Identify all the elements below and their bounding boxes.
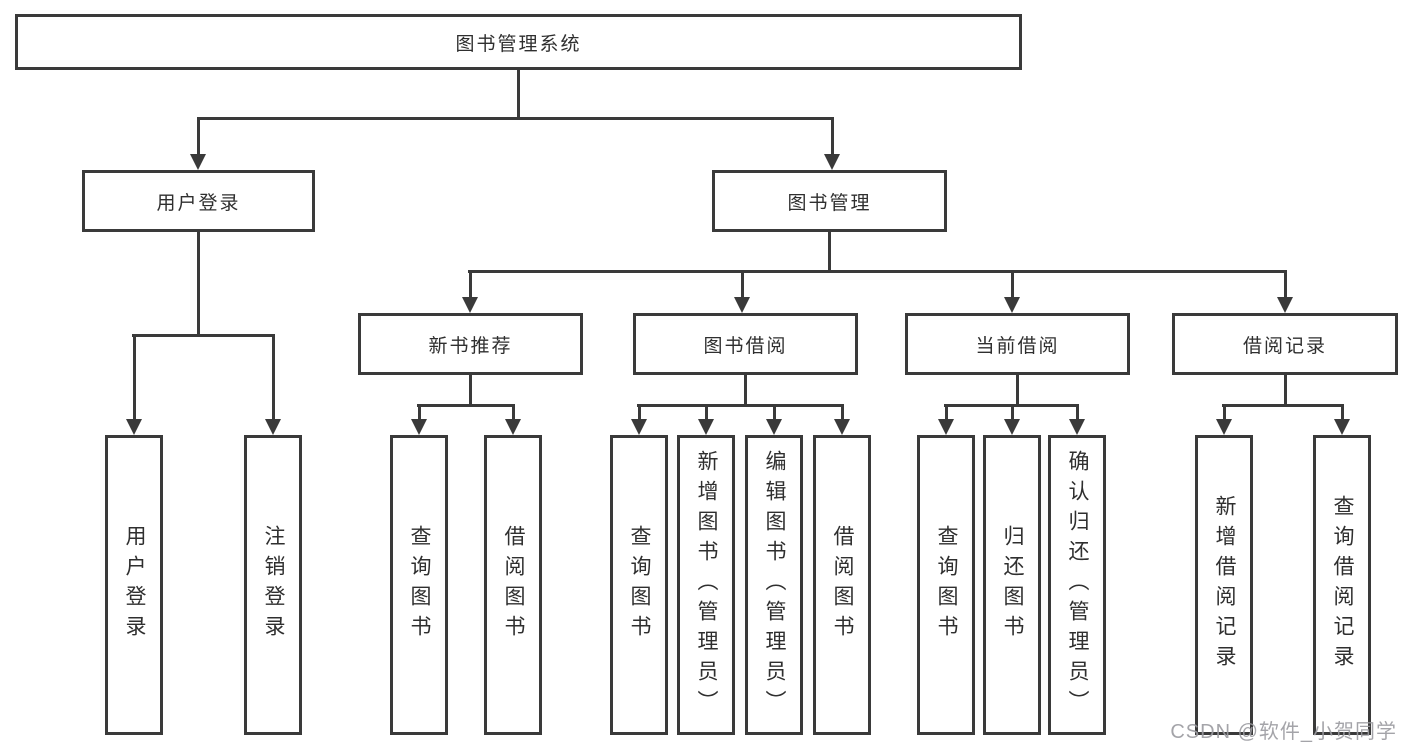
arrow-to-borrowing-records (1277, 272, 1293, 313)
connector-level1-rail (197, 117, 834, 120)
node-borrowing-records: 借阅记录 (1172, 313, 1398, 375)
node-current-borrowing: 当前借阅 (905, 313, 1130, 375)
connector-user-login-rail (132, 334, 275, 337)
arrow-leaf (505, 406, 521, 435)
connector-current-borrowing-rail (944, 404, 1079, 407)
arrow-leaf (766, 406, 782, 435)
arrow-down-icon (1004, 297, 1020, 313)
connector-new-book-stub (469, 375, 472, 406)
arrow-to-logout (265, 336, 281, 435)
node-logout: 注销登录 (244, 435, 302, 735)
connector-root-stub (517, 70, 520, 119)
arrow-down-icon (631, 419, 647, 435)
arrow-down-icon (411, 419, 427, 435)
arrow-down-icon (462, 297, 478, 313)
node-query-books-recommend: 查询图书 (390, 435, 448, 735)
arrow-down-icon (126, 419, 142, 435)
arrow-to-book-management (824, 119, 840, 170)
node-library-management-system: 图书管理系统 (15, 14, 1022, 70)
connector-borrowing-records-stub (1284, 375, 1287, 406)
arrow-down-icon (1216, 419, 1232, 435)
csdn-watermark: CSDN @软件_小贺同学 (1170, 721, 1397, 743)
arrow-leaf (834, 406, 850, 435)
arrow-down-icon (1277, 297, 1293, 313)
arrow-down-icon (766, 419, 782, 435)
node-edit-book-admin: 编辑图书（管理员） (745, 435, 803, 735)
arrow-to-current-borrowing (1004, 272, 1020, 313)
connector-borrowing-records-rail (1222, 404, 1344, 407)
node-user-login: 用户登录 (82, 170, 315, 232)
arrow-leaf (938, 406, 954, 435)
node-add-borrow-record: 新增借阅记录 (1195, 435, 1253, 735)
connector-new-book-rail (417, 404, 515, 407)
node-return-book: 归还图书 (983, 435, 1041, 735)
node-book-management: 图书管理 (712, 170, 947, 232)
node-confirm-return-admin: 确认归还（管理员） (1048, 435, 1106, 735)
connector-level2-rail (468, 270, 1287, 273)
arrow-down-icon (834, 419, 850, 435)
arrow-leaf (631, 406, 647, 435)
arrow-down-icon (698, 419, 714, 435)
connector-book-borrowing-rail (637, 404, 844, 407)
node-new-book-recommend: 新书推荐 (358, 313, 583, 375)
arrow-down-icon (1334, 419, 1350, 435)
arrow-leaf (411, 406, 427, 435)
arrow-leaf (1216, 406, 1232, 435)
node-query-books-current: 查询图书 (917, 435, 975, 735)
node-book-borrowing: 图书借阅 (633, 313, 858, 375)
node-borrow-book: 借阅图书 (813, 435, 871, 735)
arrow-down-icon (505, 419, 521, 435)
node-user-login-leaf: 用户登录 (105, 435, 163, 735)
arrow-to-user-login (190, 119, 206, 170)
arrow-to-new-book-recommend (462, 272, 478, 313)
arrow-down-icon (1004, 419, 1020, 435)
connector-current-borrowing-stub (1016, 375, 1019, 406)
arrow-to-user-login-leaf (126, 336, 142, 435)
arrow-down-icon (824, 154, 840, 170)
arrow-down-icon (265, 419, 281, 435)
connector-book-management-stub (828, 232, 831, 272)
arrow-down-icon (190, 154, 206, 170)
arrow-down-icon (938, 419, 954, 435)
arrow-leaf (698, 406, 714, 435)
arrow-leaf (1004, 406, 1020, 435)
arrow-down-icon (1069, 419, 1085, 435)
arrow-down-icon (734, 297, 750, 313)
connector-book-borrowing-stub (744, 375, 747, 406)
node-query-books-borrowing: 查询图书 (610, 435, 668, 735)
node-add-book-admin: 新增图书（管理员） (677, 435, 735, 735)
connector-user-login-stub (197, 232, 200, 336)
arrow-to-book-borrowing (734, 272, 750, 313)
node-borrow-book-recommend: 借阅图书 (484, 435, 542, 735)
node-query-borrow-record: 查询借阅记录 (1313, 435, 1371, 735)
arrow-leaf (1069, 406, 1085, 435)
arrow-leaf (1334, 406, 1350, 435)
